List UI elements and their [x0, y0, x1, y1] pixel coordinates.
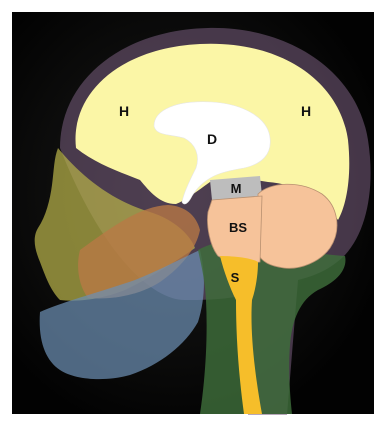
label-diencephalon: D — [207, 131, 217, 147]
label-brainstem: BS — [229, 220, 247, 235]
label-spinal-cord: S — [231, 270, 240, 285]
label-hemisphere-left: H — [119, 103, 129, 119]
label-midbrain: M — [231, 181, 242, 196]
label-hemisphere-right: H — [301, 103, 311, 119]
